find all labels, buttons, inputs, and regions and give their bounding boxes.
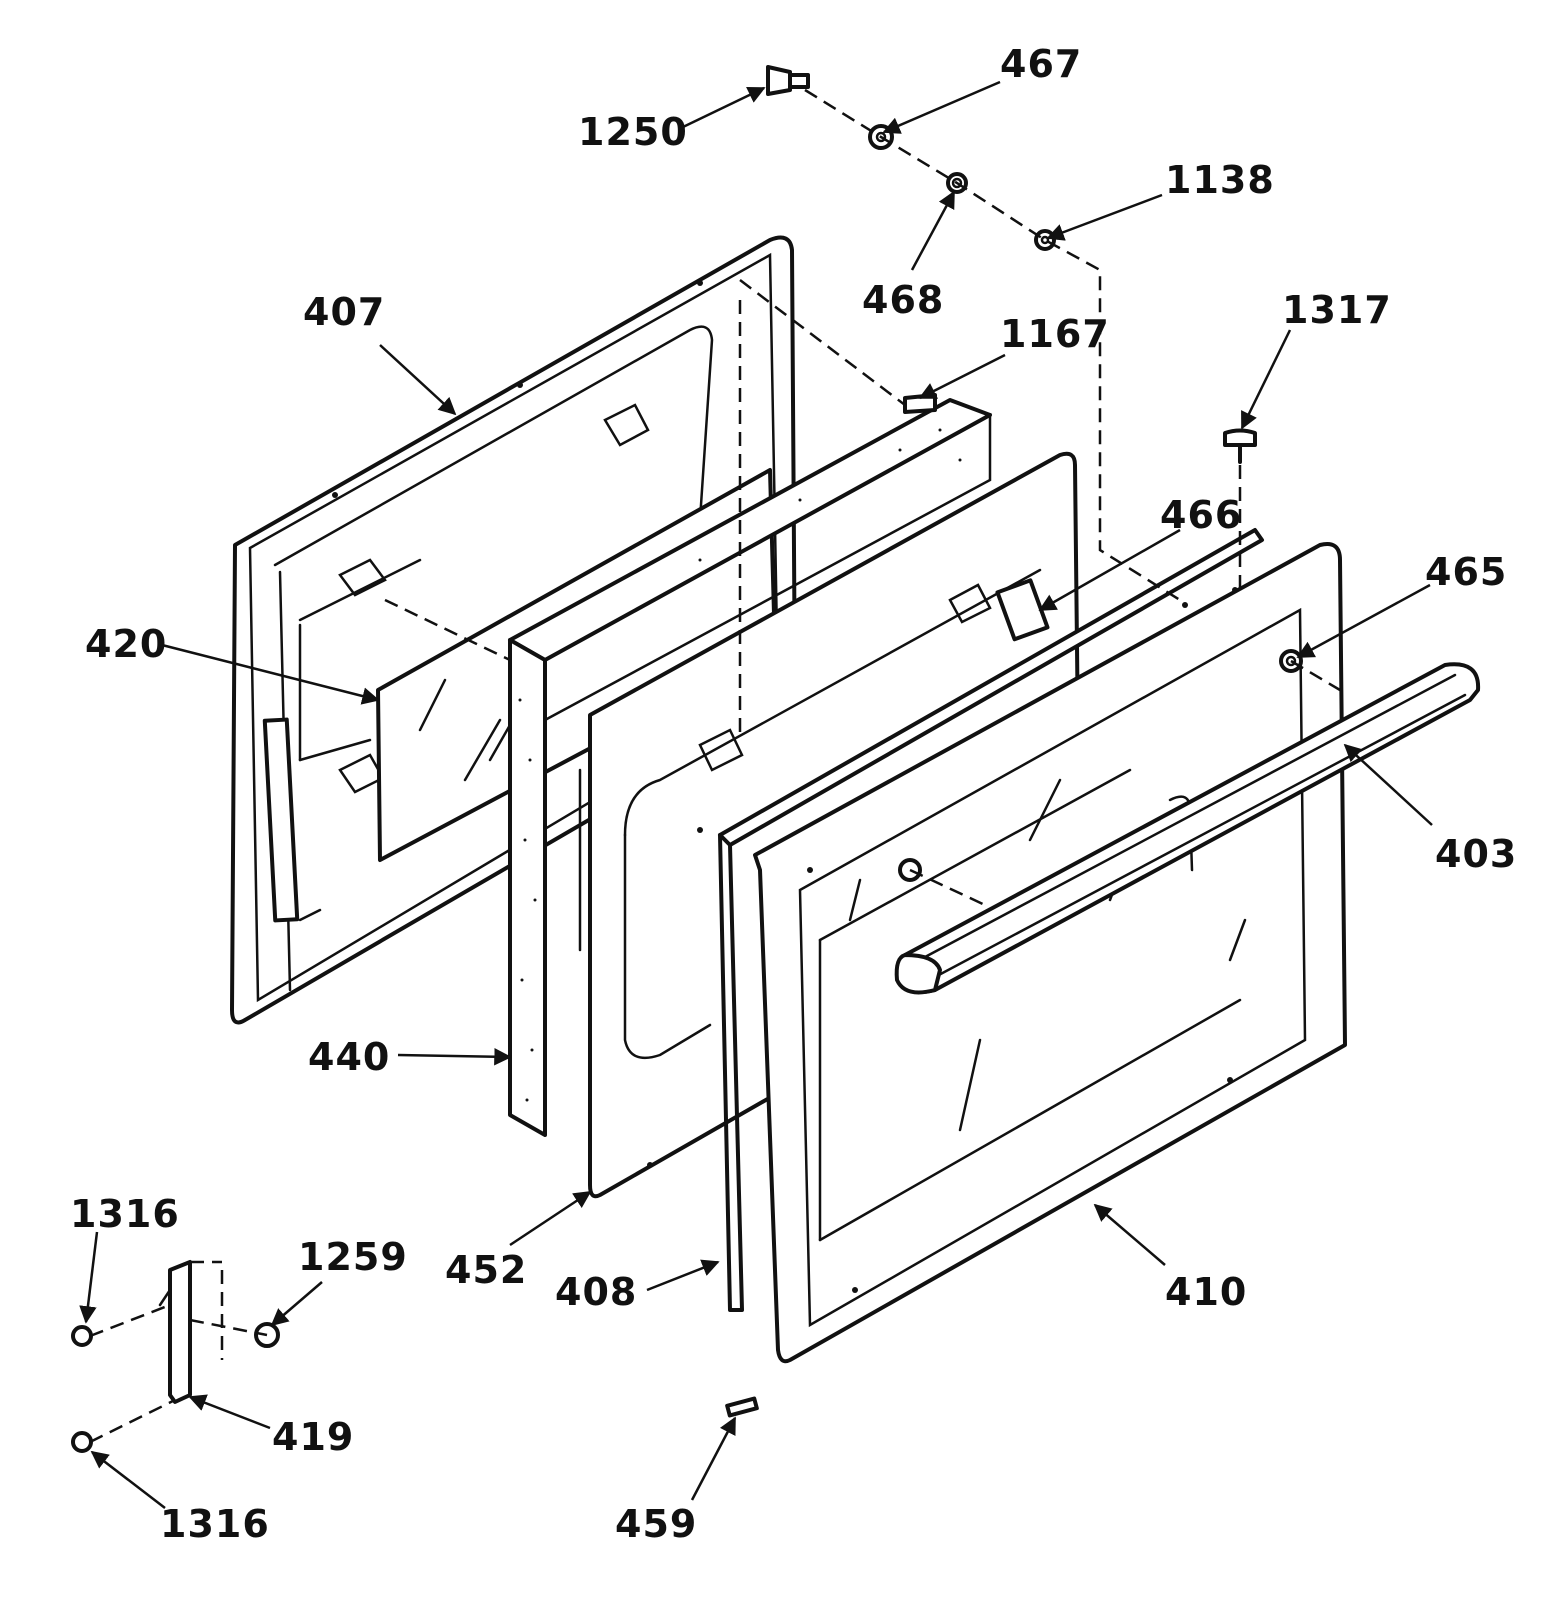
callout-1316-top: 1316 [70, 1192, 180, 1236]
washer-1138 [1034, 229, 1056, 251]
callout-1250: 1250 [578, 110, 688, 154]
callout-452: 452 [445, 1248, 527, 1292]
clip-459 [725, 1396, 759, 1418]
insulation-440 [508, 398, 992, 1137]
callout-459: 459 [615, 1502, 697, 1546]
screw-1316b [71, 1431, 93, 1453]
screw-1316a [71, 1325, 93, 1347]
callout-410: 410 [1165, 1270, 1247, 1314]
assembly-lines [89, 88, 1341, 1444]
callout-408: 408 [555, 1270, 637, 1314]
callout-467: 467 [1000, 42, 1082, 86]
callout-419: 419 [272, 1415, 354, 1459]
callout-1167: 1167 [1000, 312, 1110, 356]
callout-labels: 1250 467 1138 468 407 1167 1317 466 465 … [70, 42, 1517, 1546]
callout-465: 465 [1425, 550, 1507, 594]
gasket-408 [718, 528, 1264, 1312]
callout-1317: 1317 [1282, 288, 1392, 332]
callout-440: 440 [308, 1035, 390, 1079]
leader-lines [79, 80, 1433, 1509]
callout-1138: 1138 [1165, 158, 1275, 202]
handle-bar-403 [894, 662, 1481, 995]
hinge-419 [158, 1260, 192, 1404]
screw-1317 [1223, 428, 1257, 464]
callout-466: 466 [1160, 493, 1242, 537]
outer-door-410 [753, 542, 1347, 1364]
callout-407: 407 [303, 290, 385, 334]
callout-1316-bottom: 1316 [160, 1502, 270, 1546]
callout-1259: 1259 [298, 1235, 408, 1279]
screw-1250 [766, 65, 810, 96]
callout-468: 468 [862, 278, 944, 322]
callout-403: 403 [1435, 832, 1517, 876]
callout-420: 420 [85, 622, 167, 666]
